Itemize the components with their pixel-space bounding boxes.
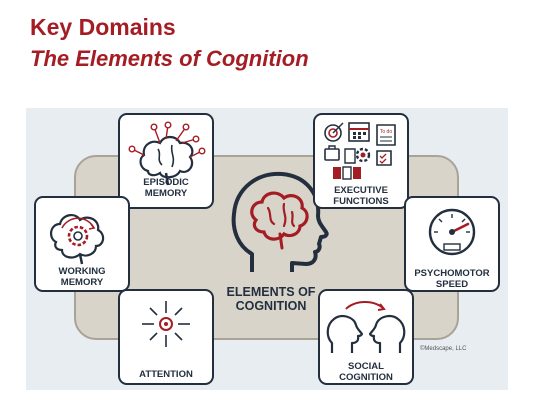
copyright-credit: ©Medscape, LLC <box>420 346 467 352</box>
executive-functions-label: EXECUTIVE FUNCTIONS <box>333 185 389 207</box>
to-do-text: To do <box>380 129 392 135</box>
working-memory-card: WORKING MEMORY <box>34 196 130 292</box>
brain-network-icon <box>128 121 206 186</box>
head-brain-icon <box>231 171 329 272</box>
executive-functions-card: To do EXECUTIVE FUNCTIONS <box>313 113 409 209</box>
focus-target-icon <box>142 301 190 347</box>
episodic-memory-label: EPISODIC MEMORY <box>143 177 189 199</box>
slide-subtitle: The Elements of Cognition <box>30 46 309 71</box>
attention-card: ATTENTION <box>118 289 214 385</box>
social-cognition-card: SOCIAL COGNITION <box>318 289 414 385</box>
center-label: ELEMENTS OF COGNITION <box>226 285 316 313</box>
slide-title: Key Domains <box>30 14 176 40</box>
social-cognition-label: SOCIAL COGNITION <box>339 361 393 383</box>
planning-tools-icon: To do <box>324 122 396 180</box>
episodic-memory-card: EPISODIC MEMORY <box>118 113 214 209</box>
speedometer-icon <box>428 208 476 256</box>
working-memory-label: WORKING MEMORY <box>58 266 106 288</box>
two-heads-icon <box>326 301 406 353</box>
psychomotor-speed-card: PSYCHOMOTOR SPEED <box>404 196 500 292</box>
brain-gears-icon <box>50 214 105 265</box>
attention-label: ATTENTION <box>139 369 193 380</box>
psychomotor-speed-label: PSYCHOMOTOR SPEED <box>414 268 490 290</box>
